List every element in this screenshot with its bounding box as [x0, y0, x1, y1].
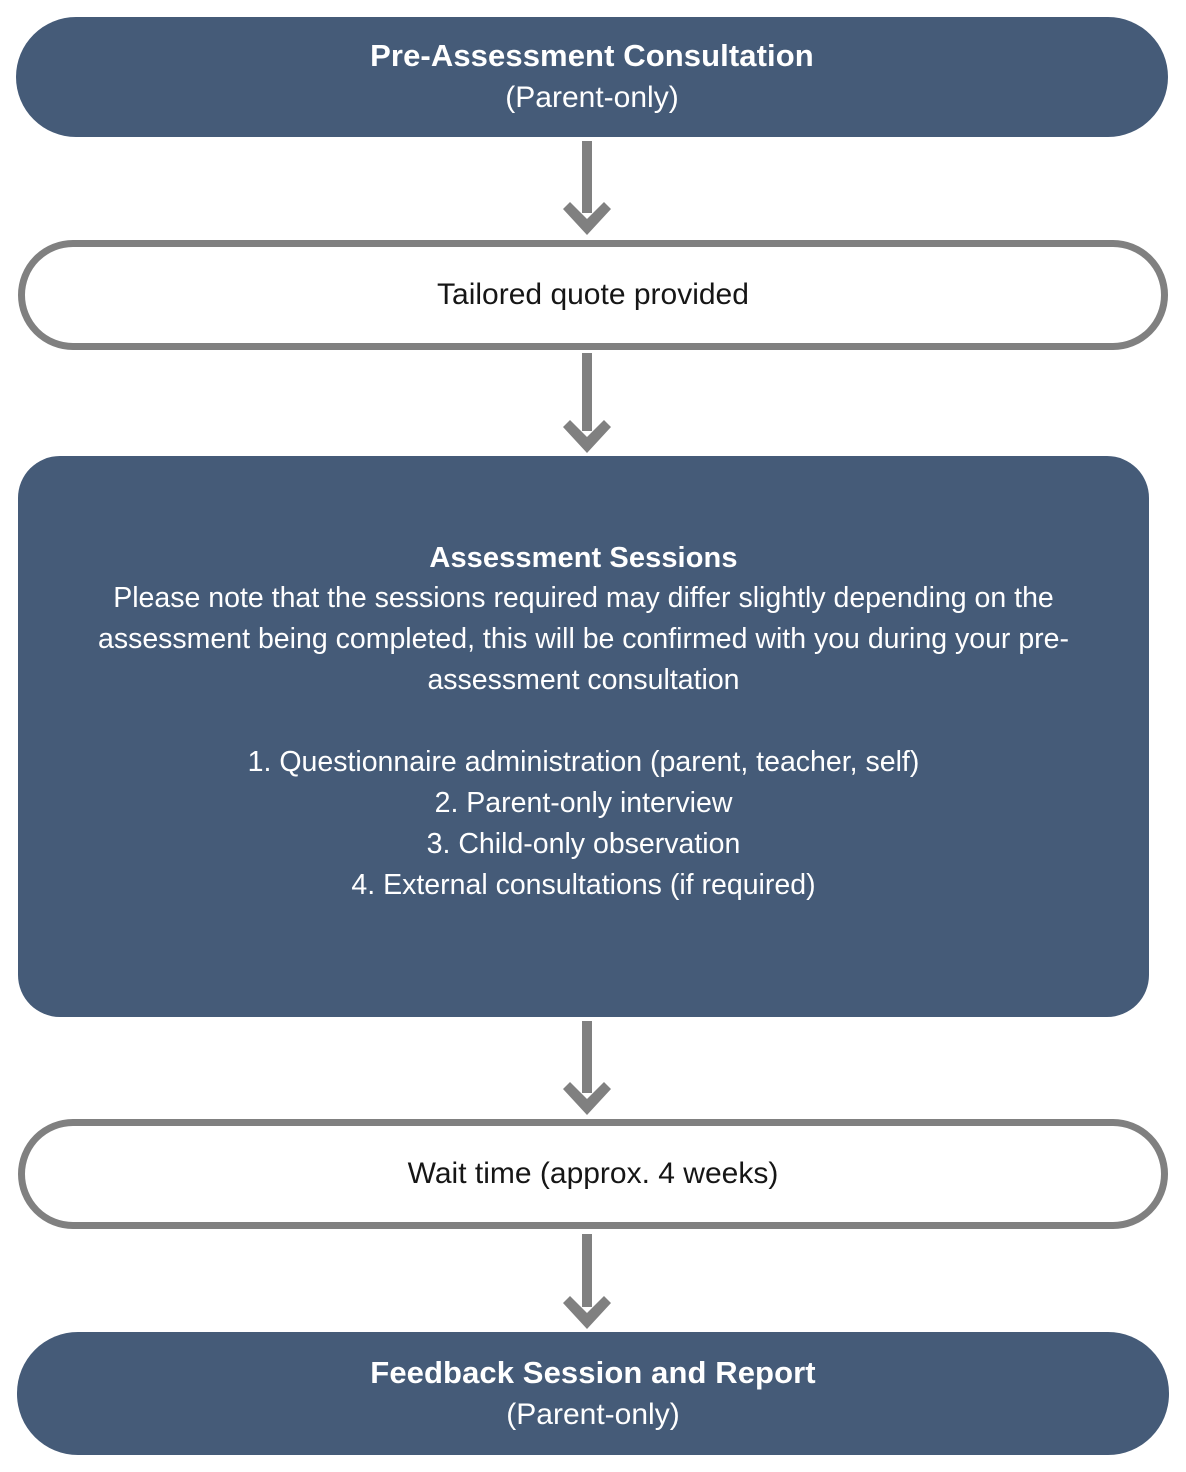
- node-title: Feedback Session and Report: [370, 1354, 816, 1390]
- list-item: 3. Child-only observation: [426, 828, 741, 860]
- arrow-down-icon: [563, 353, 611, 453]
- flow-node-assessment-sessions: Assessment Sessions Please note that the…: [18, 456, 1149, 1017]
- node-title: Tailored quote provided: [437, 278, 749, 311]
- node-title: Assessment Sessions: [429, 542, 738, 574]
- flow-node-feedback-session-and-report: Feedback Session and Report (Parent-only…: [17, 1332, 1169, 1455]
- node-title: Wait time (approx. 4 weeks): [407, 1157, 779, 1190]
- arrow-down-icon: [563, 141, 611, 235]
- flow-node-wait-time: Wait time (approx. 4 weeks): [18, 1119, 1168, 1229]
- flow-node-tailored-quote: Tailored quote provided: [18, 240, 1168, 350]
- arrow-down-icon: [563, 1021, 611, 1115]
- node-title: Pre-Assessment Consultation: [370, 38, 814, 73]
- node-subtitle: (Parent-only): [506, 1397, 680, 1431]
- node-note: Please note that the sessions required m…: [97, 582, 1070, 696]
- flow-node-pre-assessment-consultation: Pre-Assessment Consultation (Parent-only…: [16, 17, 1168, 137]
- list-item: 2. Parent-only interview: [434, 787, 733, 819]
- list-item: 4. External consultations (if required): [351, 869, 816, 901]
- node-subtitle: (Parent-only): [505, 81, 679, 114]
- assessment-steps-list: 1. Questionnaire administration (parent,…: [248, 742, 920, 906]
- list-item: 1. Questionnaire administration (parent,…: [247, 746, 920, 778]
- arrow-down-icon: [563, 1234, 611, 1329]
